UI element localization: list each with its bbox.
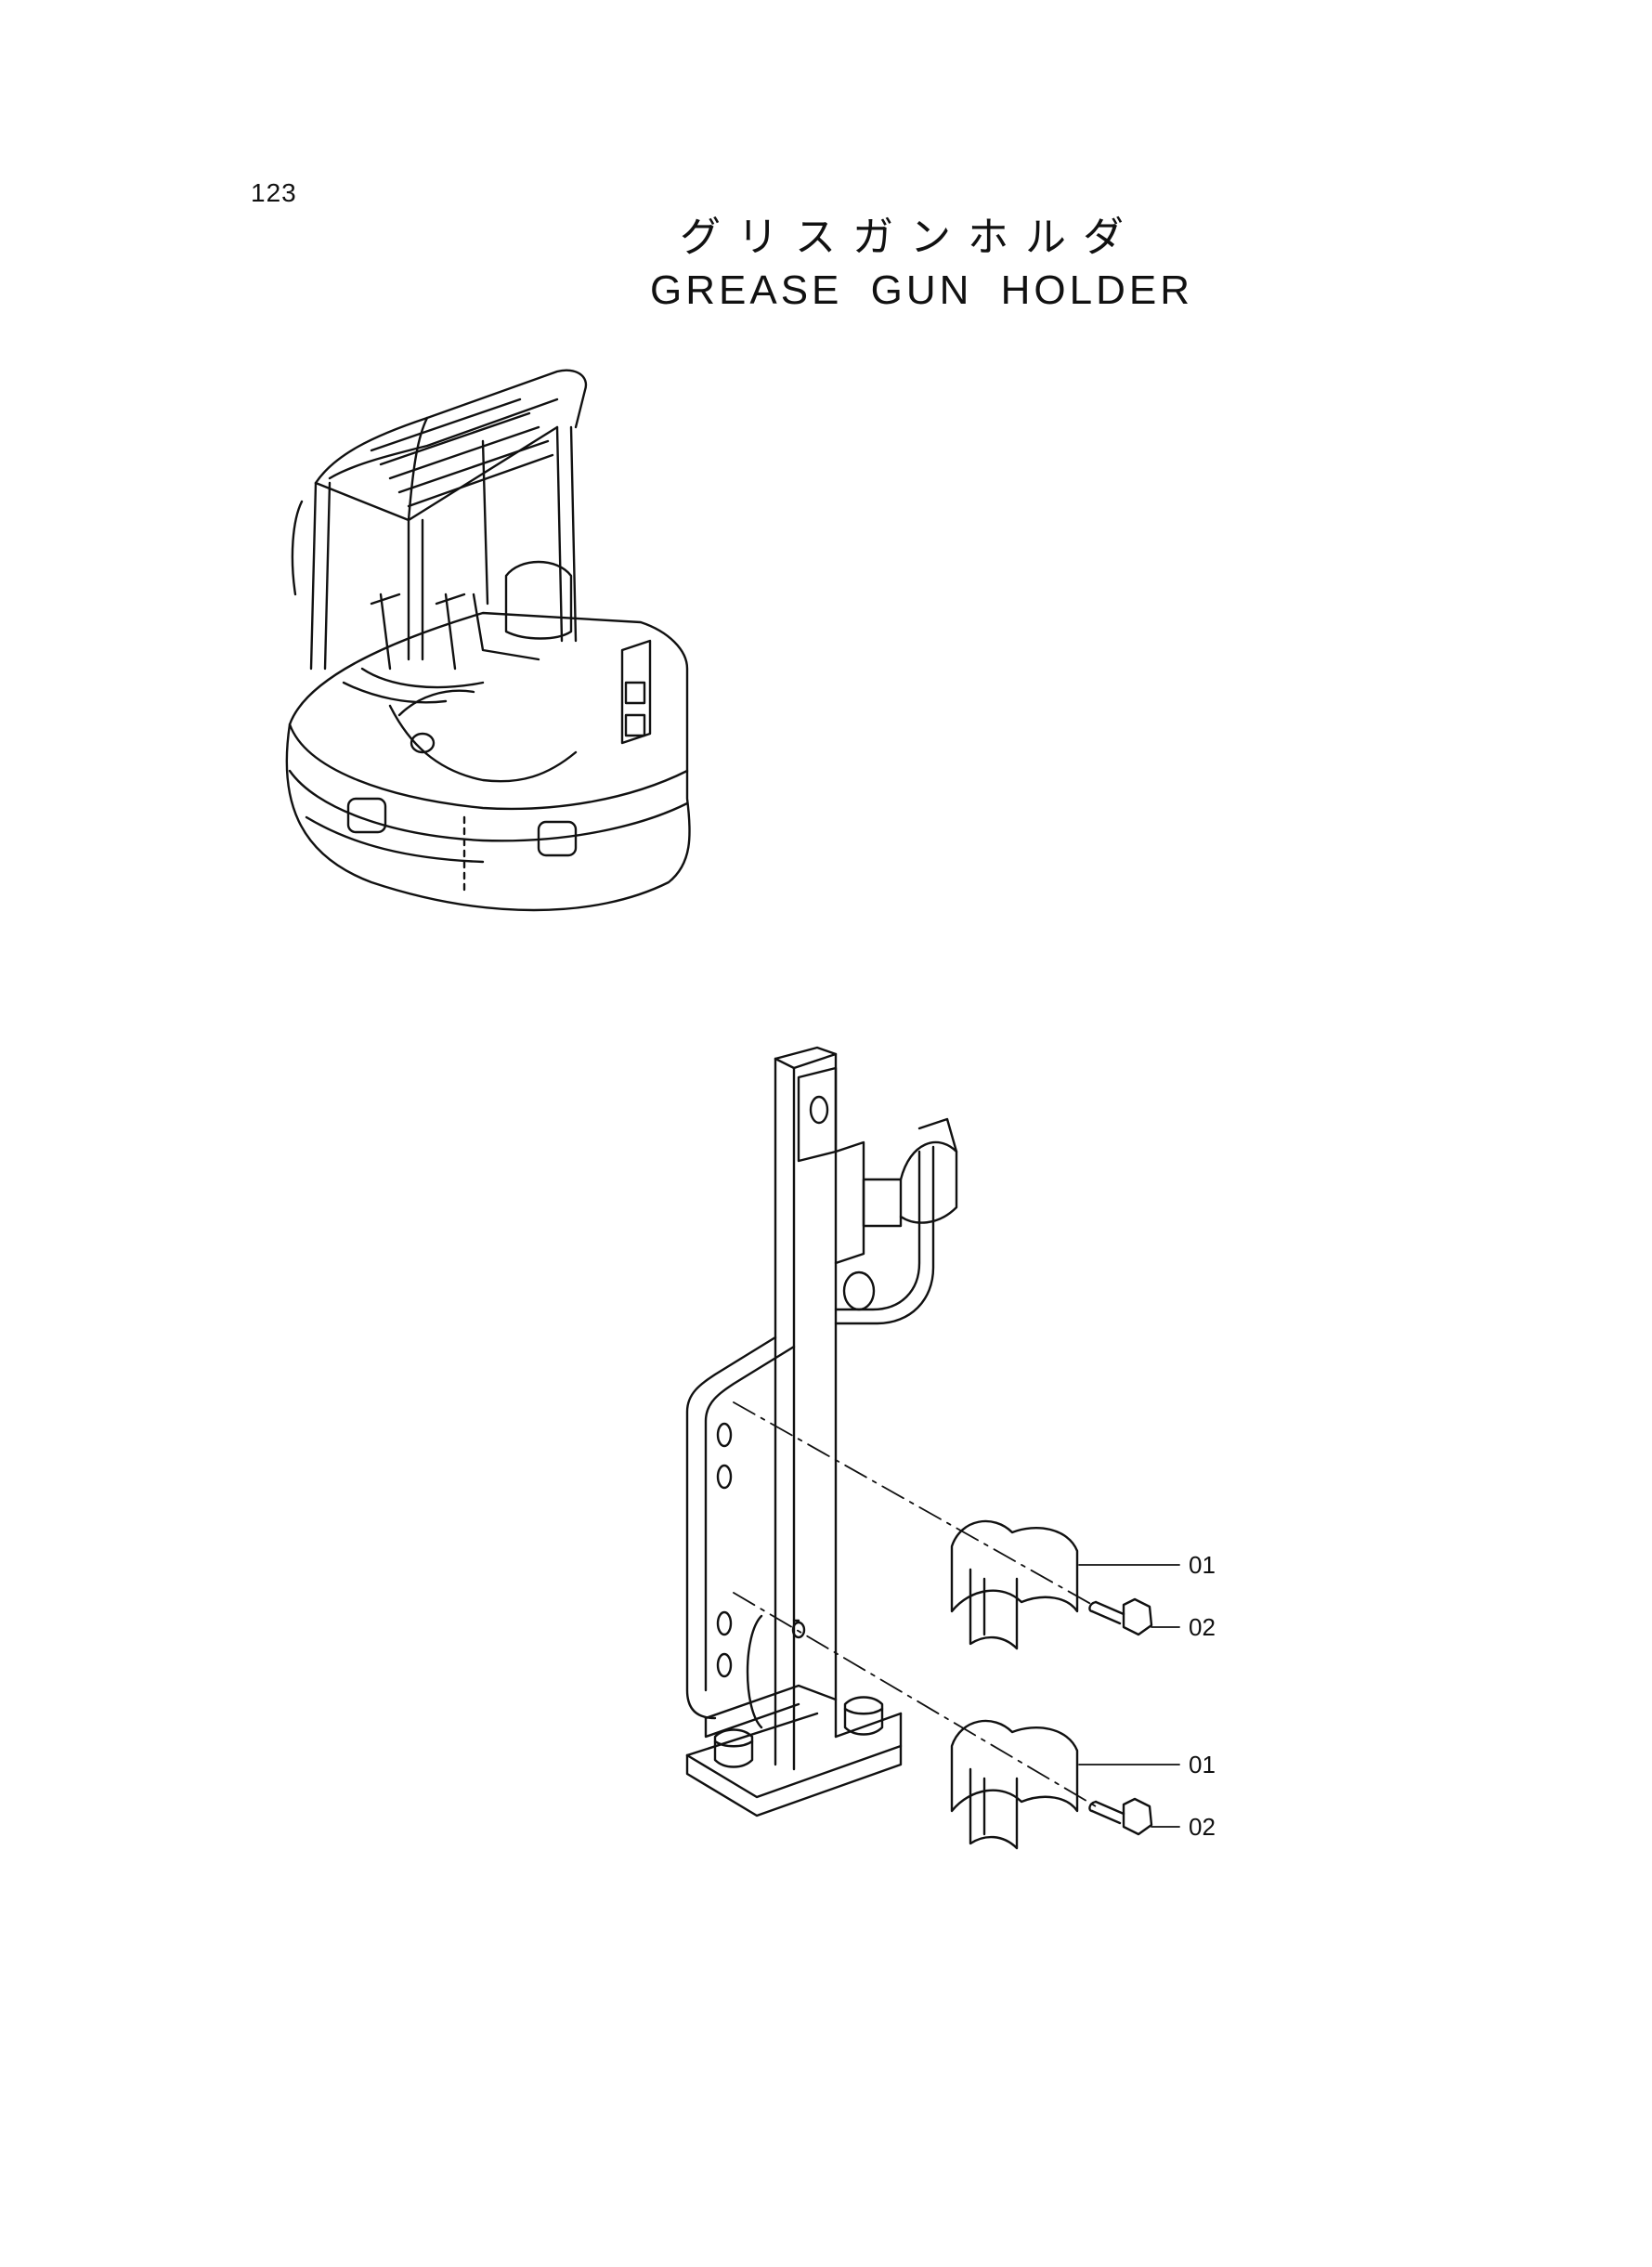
- machine-overview-illustration: [285, 369, 691, 912]
- callout-label: 02: [1189, 1813, 1216, 1841]
- title-english: GREASE GUN HOLDER: [650, 267, 1193, 313]
- assembly-centerlines: [733, 1401, 1097, 1807]
- title-japanese: グリスガンホルダ: [680, 214, 1140, 261]
- callout-labels: 01 02 01 02: [1189, 1551, 1216, 1841]
- bolt-upper: [1088, 1597, 1153, 1636]
- holder-clip-lower: [950, 1719, 1079, 1850]
- callout-leaders: [1078, 1564, 1180, 1828]
- holder-clip-upper: [950, 1519, 1079, 1650]
- bracket-illustration: [685, 1046, 958, 1818]
- page-number: 123: [251, 178, 297, 207]
- callout-label: 02: [1189, 1613, 1216, 1641]
- callout-label: 01: [1189, 1551, 1216, 1579]
- title-block: グリスガンホルダ GREASE GUN HOLDER: [650, 212, 1193, 318]
- bolt-lower: [1088, 1797, 1153, 1836]
- callout-label: 01: [1189, 1751, 1216, 1778]
